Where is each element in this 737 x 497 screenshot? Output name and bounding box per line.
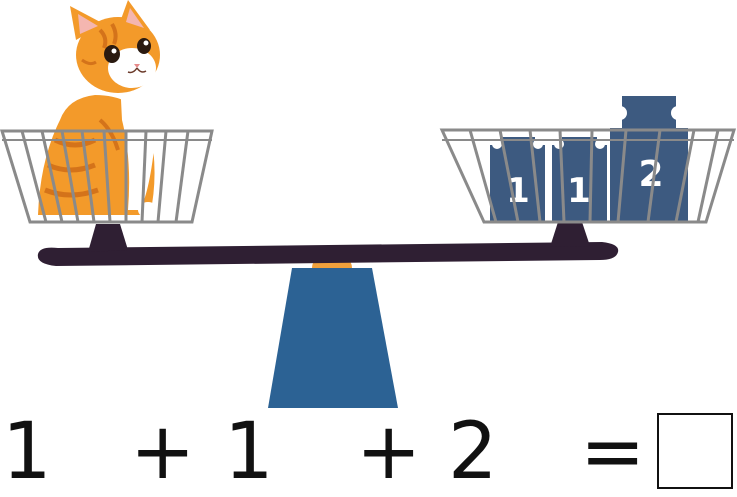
- left-pan-support: [88, 224, 128, 252]
- equation-term-3: 2: [448, 407, 498, 497]
- equals-sign: =: [580, 407, 646, 497]
- weight-label-1: 1: [506, 171, 530, 211]
- cat-icon: [38, 0, 160, 218]
- plus-sign-2: +: [356, 407, 422, 497]
- right-basket: [439, 128, 737, 224]
- equation-term-2: 1: [224, 407, 274, 497]
- right-pan-support: [550, 222, 590, 247]
- weight-label-2: 1: [567, 171, 591, 211]
- answer-box[interactable]: [657, 413, 733, 489]
- scale-beam: [37, 242, 619, 266]
- weight-icon: [490, 96, 688, 222]
- scale-stand: [268, 268, 398, 408]
- left-basket: [0, 129, 214, 224]
- equation-term-1: 1: [2, 407, 52, 497]
- plus-sign-1: +: [130, 407, 196, 497]
